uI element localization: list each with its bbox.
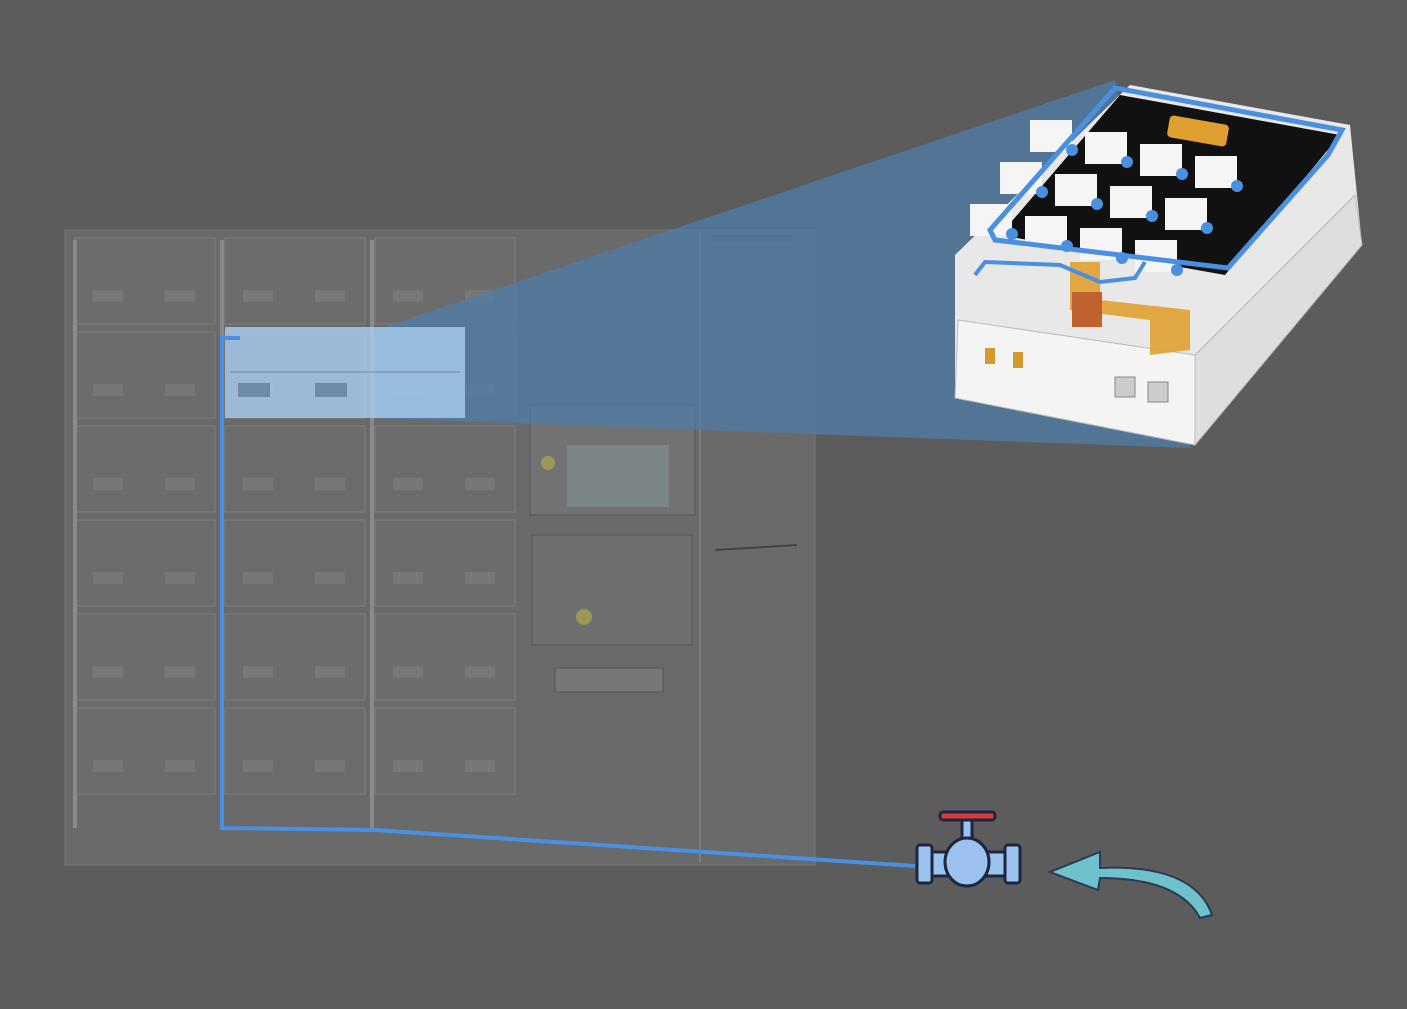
hmi-screen bbox=[567, 445, 669, 507]
battery-module bbox=[74, 519, 216, 607]
coolant-drop-icon bbox=[1006, 228, 1018, 240]
coolant-drop-icon bbox=[1201, 222, 1213, 234]
battery-cell bbox=[1165, 198, 1207, 230]
coolant-drop-icon bbox=[1091, 198, 1103, 210]
module-connector bbox=[243, 478, 273, 490]
module-connector bbox=[315, 572, 345, 584]
emergency-stop-icon bbox=[576, 609, 592, 625]
battery-module bbox=[74, 237, 216, 325]
battery-module bbox=[74, 707, 216, 795]
module-connector bbox=[393, 572, 423, 584]
module-connector bbox=[465, 760, 495, 772]
module-connector bbox=[165, 572, 195, 584]
module-connector bbox=[393, 478, 423, 490]
module-connector bbox=[93, 760, 123, 772]
module-connector bbox=[165, 384, 195, 396]
battery-module bbox=[224, 425, 366, 513]
module-connector bbox=[243, 572, 273, 584]
module-connector bbox=[93, 290, 123, 302]
coolant-drop-icon bbox=[1231, 180, 1243, 192]
module-connector bbox=[165, 290, 195, 302]
coolant-drop-icon bbox=[1066, 144, 1078, 156]
coolant-drop-icon bbox=[1171, 264, 1183, 276]
battery-cell bbox=[1140, 144, 1182, 176]
battery-module bbox=[74, 331, 216, 419]
highlighted-module bbox=[225, 327, 465, 418]
battery-module bbox=[74, 425, 216, 513]
module-connector bbox=[243, 760, 273, 772]
battery-cell bbox=[1195, 156, 1237, 188]
battery-module bbox=[74, 613, 216, 701]
battery-cell bbox=[1110, 186, 1152, 218]
module-connector bbox=[393, 666, 423, 678]
indicator-light bbox=[541, 456, 555, 470]
flow-direction-arrow-icon bbox=[1047, 850, 1214, 920]
module-connector bbox=[393, 760, 423, 772]
module-connector bbox=[465, 478, 495, 490]
battery-module bbox=[374, 519, 516, 607]
battery-module bbox=[224, 237, 366, 325]
battery-module bbox=[374, 613, 516, 701]
module-connector bbox=[93, 572, 123, 584]
coolant-drop-icon bbox=[1146, 210, 1158, 222]
module-connector bbox=[243, 290, 273, 302]
busbar bbox=[1167, 115, 1229, 147]
water-valve-icon[interactable] bbox=[915, 810, 1022, 888]
coolant-drop-icon bbox=[1176, 168, 1188, 180]
battery-module-detail bbox=[954, 85, 1363, 447]
coolant-drop-icon bbox=[1036, 186, 1048, 198]
module-connector bbox=[315, 666, 345, 678]
module-connector bbox=[393, 290, 423, 302]
module-connector bbox=[465, 572, 495, 584]
battery-module bbox=[374, 425, 516, 513]
module-connector bbox=[93, 666, 123, 678]
module-coolant-loop bbox=[987, 85, 1346, 271]
switch-panel bbox=[531, 534, 693, 646]
battery-module bbox=[224, 707, 366, 795]
module-connector bbox=[93, 384, 123, 396]
module-connector bbox=[165, 478, 195, 490]
module-connector bbox=[315, 290, 345, 302]
coolant-drop-icon bbox=[1121, 156, 1133, 168]
module-connector bbox=[165, 760, 195, 772]
battery-module bbox=[224, 613, 366, 701]
module-connector bbox=[315, 760, 345, 772]
battery-module bbox=[224, 519, 366, 607]
terminal-strip bbox=[554, 667, 664, 693]
module-connector bbox=[243, 666, 273, 678]
module-connector bbox=[165, 666, 195, 678]
battery-cell bbox=[1085, 132, 1127, 164]
battery-cell bbox=[1055, 174, 1097, 206]
module-connector bbox=[315, 478, 345, 490]
module-connector bbox=[465, 666, 495, 678]
battery-module bbox=[374, 707, 516, 795]
module-connector bbox=[93, 478, 123, 490]
coolant-pipe bbox=[220, 336, 916, 868]
